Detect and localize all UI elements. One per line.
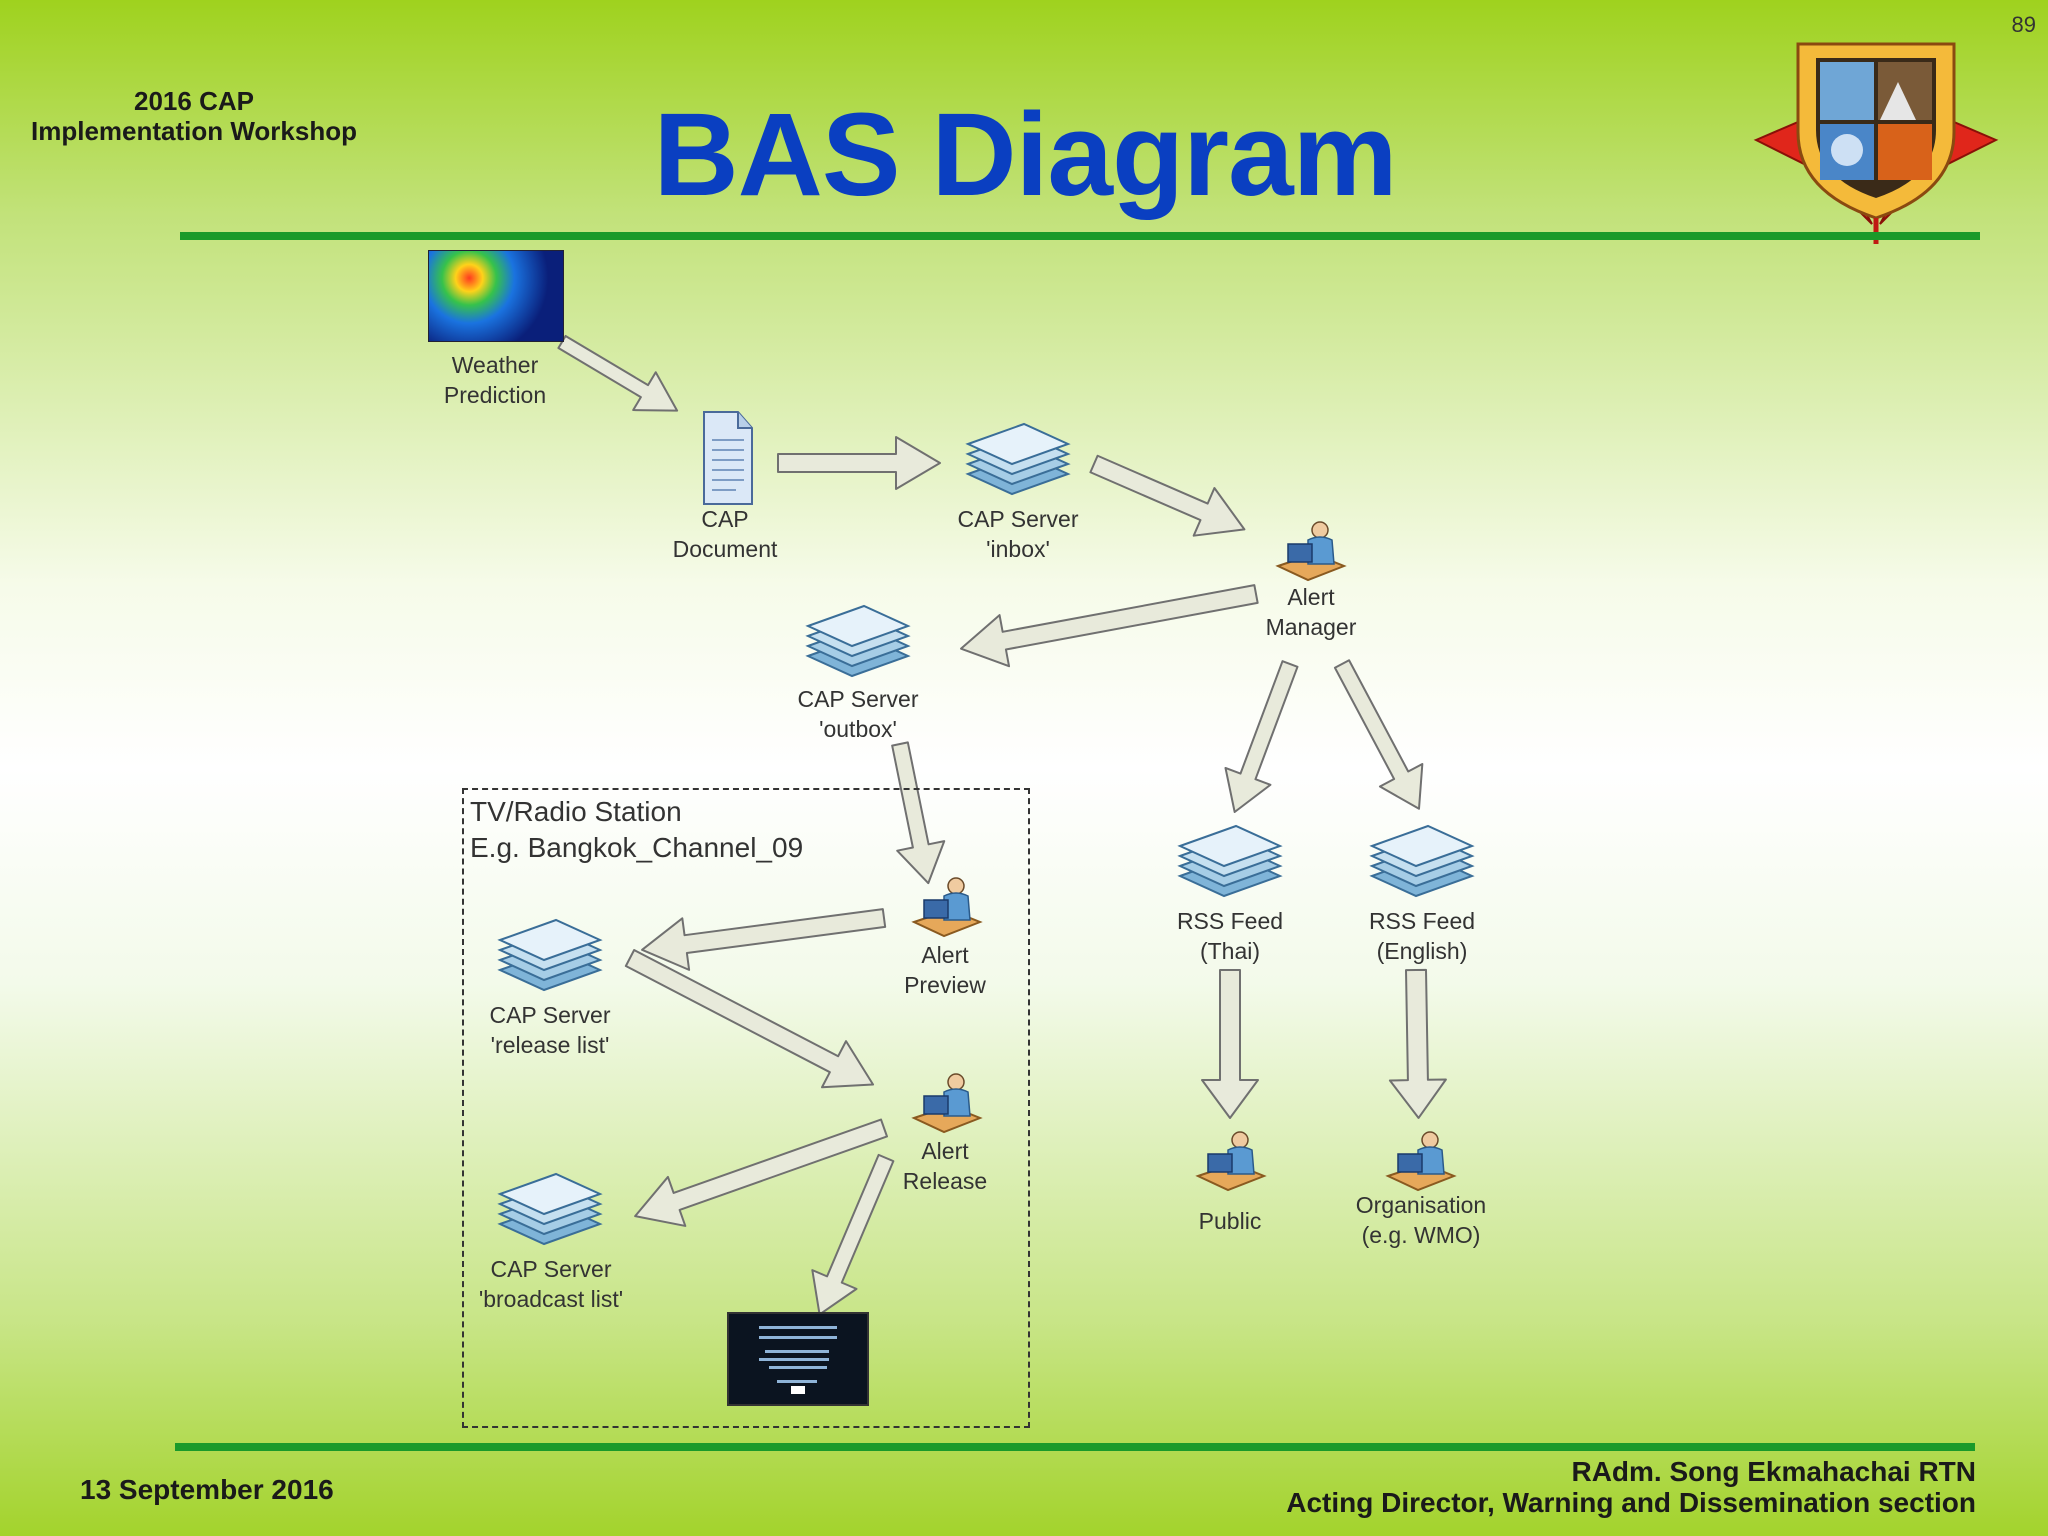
arrow-preview-to-release-list	[641, 908, 887, 971]
workshop-line-2: Implementation Workshop	[31, 116, 357, 146]
arrow-cap-to-inbox	[777, 436, 941, 490]
arrow-outbox-to-preview	[891, 741, 946, 885]
server-inbox-label-line-1: CAP Server	[957, 506, 1079, 532]
rss-thai-label: RSS Feed (Thai)	[1150, 906, 1310, 966]
release-list-label: CAP Server 'release list'	[462, 1000, 638, 1060]
rss-thai-label-line-2: (Thai)	[1199, 938, 1261, 964]
arrow-manager-to-rss-thai	[1224, 660, 1299, 813]
arrow-rss-english-to-organisation	[1388, 968, 1447, 1119]
presenter-role: Acting Director, Warning and Disseminati…	[1286, 1487, 1976, 1518]
server-inbox-label-line-2: 'inbox'	[986, 536, 1050, 562]
alert-manager-label: Alert Manager	[1236, 582, 1386, 642]
arrow-weather-to-cap	[557, 334, 679, 412]
document-icon	[703, 411, 753, 505]
cap-document-label-line-2: Document	[672, 536, 778, 562]
server-outbox-label-line-1: CAP Server	[797, 686, 919, 712]
workshop-line-1: 2016 CAP	[134, 86, 254, 116]
arrow-rss-thai-to-public	[1201, 969, 1259, 1119]
alert-preview-label: Alert Preview	[880, 940, 1010, 1000]
alert-preview-user-icon	[911, 877, 983, 938]
station-label: TV/Radio Station E.g. Bangkok_Channel_09	[470, 794, 803, 866]
alert-release-label-line-2: Release	[902, 1168, 988, 1194]
arrow-release-list-to-release	[624, 949, 875, 1089]
weather-satellite-image	[428, 250, 564, 342]
arrow-release-to-broadcast-list	[634, 1118, 889, 1227]
server-stack-icon-outbox	[805, 604, 911, 678]
alert-release-label-line-1: Alert	[921, 1138, 969, 1164]
organisation-label-line-2: (e.g. WMO)	[1361, 1222, 1481, 1248]
organisation-label: Organisation (e.g. WMO)	[1336, 1190, 1506, 1250]
emblem-logo	[1753, 42, 1999, 244]
release-list-label-line-2: 'release list'	[490, 1032, 610, 1058]
broadcast-list-label: CAP Server 'broadcast list'	[458, 1254, 644, 1314]
rss-thai-label-line-1: RSS Feed	[1176, 908, 1284, 934]
public-label-line-1: Public	[1198, 1208, 1262, 1234]
footer-rule	[175, 1443, 1975, 1451]
arrow-release-to-tv	[811, 1153, 895, 1316]
workshop-label: 2016 CAP Implementation Workshop	[14, 86, 374, 146]
alert-manager-user-icon	[1275, 521, 1347, 582]
arrow-manager-to-rss-english	[1333, 659, 1424, 810]
release-list-label-line-1: CAP Server	[489, 1002, 611, 1028]
server-stack-icon-inbox	[965, 422, 1071, 496]
organisation-label-line-1: Organisation	[1355, 1192, 1487, 1218]
server-inbox-label: CAP Server 'inbox'	[930, 504, 1106, 564]
public-label: Public	[1170, 1206, 1290, 1236]
server-outbox-label: CAP Server 'outbox'	[770, 684, 946, 744]
rss-english-label-line-2: (English)	[1376, 938, 1468, 964]
footer-date: 13 September 2016	[80, 1474, 334, 1505]
station-label-line-2: E.g. Bangkok_Channel_09	[470, 832, 804, 863]
server-stack-icon-rss-english	[1369, 824, 1475, 898]
cap-document-label-line-1: CAP	[701, 506, 749, 532]
slide-number: 89	[2011, 12, 2036, 37]
public-user-icon	[1195, 1131, 1267, 1192]
header-rule	[180, 232, 1980, 240]
tv-radio-station-box	[462, 788, 1030, 1428]
station-label-line-1: TV/Radio Station	[470, 796, 682, 827]
arrow-manager-to-outbox	[960, 584, 1259, 668]
cap-document-label: CAP Document	[650, 504, 800, 564]
page-title: BAS Diagram	[653, 89, 1397, 221]
alert-manager-label-line-1: Alert	[1287, 584, 1335, 610]
weather-label-line-2: Prediction	[443, 382, 547, 408]
arrow-inbox-to-manager	[1089, 454, 1246, 537]
server-stack-icon-broadcast-list	[497, 1172, 603, 1246]
weather-label-line-1: Weather	[451, 352, 539, 378]
alert-release-user-icon	[911, 1073, 983, 1134]
alert-preview-label-line-2: Preview	[904, 972, 986, 998]
server-stack-icon-rss-thai	[1177, 824, 1283, 898]
tv-screen-image	[727, 1312, 869, 1406]
rss-english-label: RSS Feed (English)	[1338, 906, 1506, 966]
weather-label: Weather Prediction	[414, 350, 576, 410]
alert-manager-label-line-2: Manager	[1265, 614, 1357, 640]
rss-english-label-line-1: RSS Feed	[1368, 908, 1476, 934]
broadcast-list-label-line-1: CAP Server	[490, 1256, 612, 1282]
organisation-user-icon	[1385, 1131, 1457, 1192]
footer-presenter: RAdm. Song Ekmahachai RTN Acting Directo…	[1286, 1456, 1976, 1518]
server-outbox-label-line-2: 'outbox'	[819, 716, 897, 742]
broadcast-list-label-line-2: 'broadcast list'	[478, 1286, 624, 1312]
server-stack-icon-release-list	[497, 918, 603, 992]
alert-preview-label-line-1: Alert	[921, 942, 969, 968]
presenter-name: RAdm. Song Ekmahachai RTN	[1571, 1456, 1976, 1487]
alert-release-label: Alert Release	[880, 1136, 1010, 1196]
